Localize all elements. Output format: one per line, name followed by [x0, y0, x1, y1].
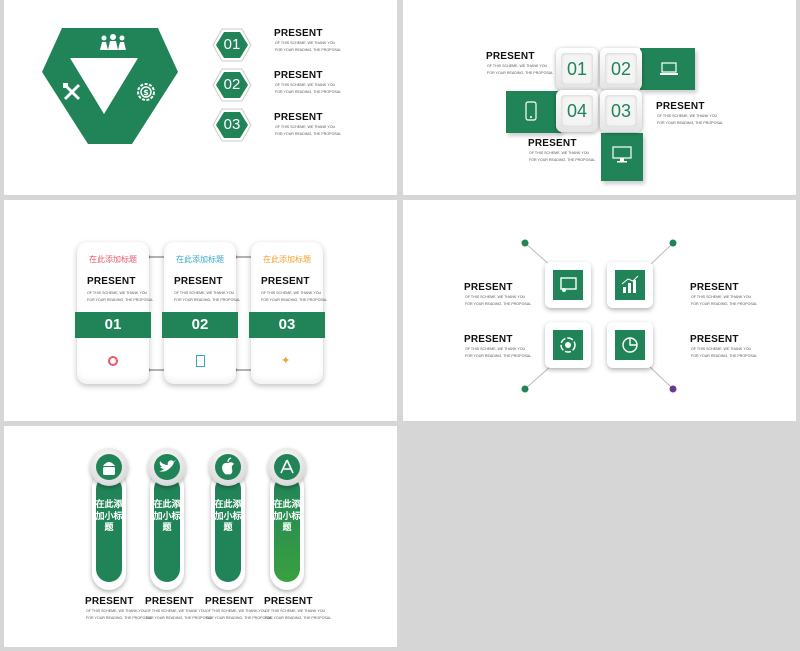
hexagon-number-3: 03: [212, 108, 252, 142]
pill-label: 在此添加小标题: [214, 500, 242, 533]
present-title: PRESENT: [464, 282, 513, 293]
lotus-icon: [108, 356, 118, 366]
green-panel-bottom: [601, 133, 643, 181]
label-pill-3: 在此添加小标题: [211, 470, 245, 590]
icon-ball-2: [148, 448, 186, 486]
present-title: PRESENT: [274, 70, 323, 81]
present-title: PRESENT: [486, 51, 535, 62]
icon-square-3: [545, 322, 591, 368]
present-title: PRESENT: [464, 334, 513, 345]
phone-icon: [525, 101, 537, 121]
green-panel-right: [640, 48, 695, 90]
svg-text:$: $: [143, 88, 149, 97]
app-store-icon: [280, 459, 294, 474]
pie-chart-icon: [622, 337, 638, 353]
hexagon-number-label: 02: [223, 76, 241, 93]
monitor-icon: [612, 146, 632, 163]
card-heading: 在此添加标题: [176, 255, 224, 264]
card-number: 01: [75, 312, 151, 338]
people-icon: [100, 34, 126, 50]
hexagon-number-label: 01: [223, 36, 241, 53]
slide-1[interactable]: $ 01 02 03 PRESENT OF THIS SCHEME, WE TH…: [4, 0, 397, 195]
step-card-3: 在此添加标题 PRESENT OF THIS SCHEME, WE THANK …: [249, 242, 327, 384]
pill-label: 在此添加小标题: [153, 500, 181, 533]
present-title: PRESENT: [690, 334, 739, 345]
present-title: PRESENT: [145, 596, 194, 607]
label-pill-4: 在此添加小标题: [270, 470, 304, 590]
present-title: PRESENT: [274, 112, 323, 123]
twitter-icon: [159, 460, 176, 472]
present-title: PRESENT: [528, 138, 577, 149]
icon-ball-3: [209, 448, 247, 486]
present-title: PRESENT: [85, 596, 134, 607]
present-title: PRESENT: [264, 596, 313, 607]
icon-ball-1: [90, 448, 128, 486]
green-panel-left: [506, 91, 561, 133]
present-title: PRESENT: [656, 101, 705, 112]
number-tile-01: 01: [556, 48, 598, 90]
slide-3[interactable]: 在此添加标题 PRESENT OF THIS SCHEME, WE THANK …: [4, 200, 397, 421]
pill-label: 在此添加小标题: [273, 500, 301, 533]
hexagon-number-2: 02: [212, 68, 252, 102]
icon-square-2: [607, 262, 653, 308]
icon-square-4: [607, 322, 653, 368]
label-pill-2: 在此添加小标题: [150, 470, 184, 590]
number-tile-04: 04: [556, 90, 598, 132]
tools-icon: [63, 83, 81, 101]
present-title: PRESENT: [174, 276, 223, 287]
document-icon: [196, 355, 205, 367]
icon-square-1: [545, 262, 591, 308]
sparkle-icon: ✦: [281, 354, 291, 367]
step-card-2: 在此添加标题 PRESENT OF THIS SCHEME, WE THANK …: [162, 242, 240, 384]
step-card-1: 在此添加标题 PRESENT OF THIS SCHEME, WE THANK …: [75, 242, 153, 384]
card-heading: 在此添加标题: [89, 255, 137, 264]
hexagon-number-1: 01: [212, 28, 252, 62]
icon-ball-4: [268, 448, 306, 486]
card-number: 03: [249, 312, 325, 338]
present-title: PRESENT: [261, 276, 310, 287]
slide-5[interactable]: 在此添加小标题 在此添加小标题 在此添加小标题 在此添加小标题 PRESENT …: [4, 426, 397, 647]
triangle-hexagon-graphic: [42, 28, 178, 144]
present-title: PRESENT: [87, 276, 136, 287]
number-tile-02: 02: [600, 48, 642, 90]
present-title: PRESENT: [690, 282, 739, 293]
card-number: 02: [162, 312, 238, 338]
gear-cycle-icon: [560, 337, 576, 353]
dollar-gear-icon: $: [137, 83, 155, 101]
card-heading: 在此添加标题: [263, 255, 311, 264]
connector-lines: [521, 239, 677, 393]
presentation-icon: [560, 277, 577, 292]
laptop-icon: [660, 62, 678, 75]
apple-icon: [222, 457, 234, 475]
label-pill-1: 在此添加小标题: [92, 470, 126, 590]
android-icon: [103, 462, 115, 475]
slide-2[interactable]: 01 02 04 03 PRESENT OF THIS SCHEME, WE T…: [403, 0, 796, 195]
number-tile-03: 03: [600, 90, 642, 132]
bar-chart-icon: [621, 275, 639, 293]
pill-label: 在此添加小标题: [95, 500, 123, 533]
present-title: PRESENT: [274, 28, 323, 39]
present-title: PRESENT: [205, 596, 254, 607]
hexagon-number-label: 03: [223, 116, 241, 133]
